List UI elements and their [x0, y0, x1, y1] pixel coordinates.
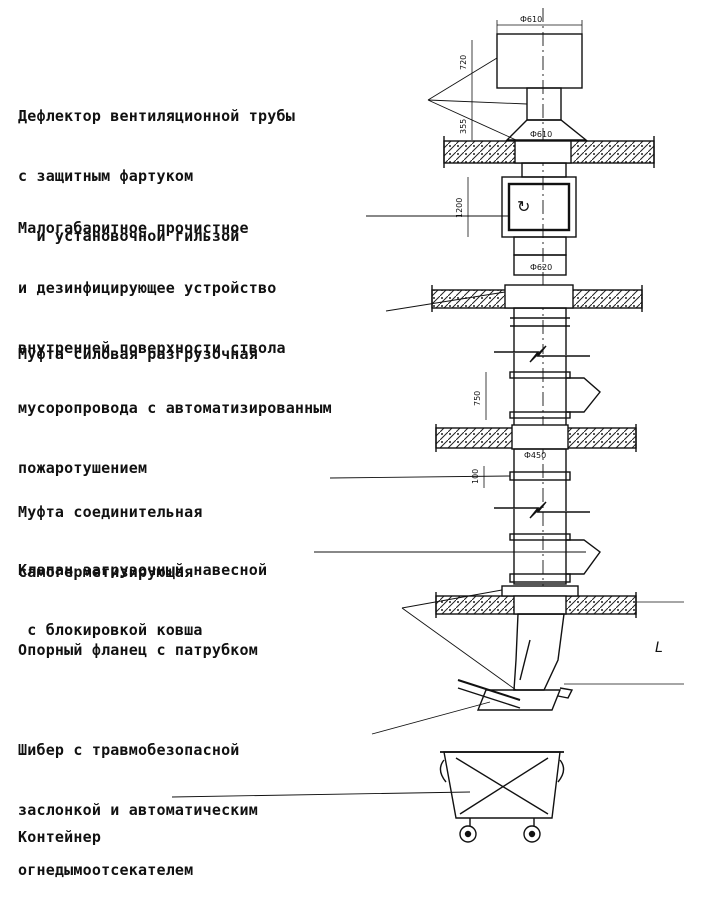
leader-line: [371, 701, 491, 735]
loading-valve: [566, 539, 601, 575]
container-cross: [455, 757, 549, 815]
dim-1200: 1200: [455, 198, 464, 218]
dim-355: 355: [459, 119, 468, 134]
pipe-segment: [521, 162, 567, 178]
diagram-stage: Дефлектор вентиляционной трубы с защитны…: [18, 8, 684, 879]
leader-line: [427, 57, 498, 101]
rotation-icon: ↻: [517, 197, 530, 216]
gate-handle: [457, 679, 521, 701]
deflector-cap: [496, 33, 583, 89]
dim-L: L: [655, 640, 663, 656]
dim-750: 750: [473, 391, 482, 406]
label-line: и дезинфицирующее устройство: [18, 279, 277, 297]
pipe-break: [494, 501, 590, 519]
label-support-flange: Опорный фланец с патрубком: [18, 600, 258, 700]
label-line: мусоропровода с автоматизированным: [18, 399, 332, 417]
gate-tab: [557, 687, 574, 699]
label-sealing-coupling: Муфта соединительная самогерметизирующая: [18, 462, 203, 622]
branch-inner: [519, 639, 531, 681]
label-line: Опорный фланец с патрубком: [18, 641, 258, 659]
leader-line: [385, 291, 506, 312]
dim-720: 720: [459, 55, 468, 70]
label-line: самогерметизирующая: [18, 563, 194, 581]
slab-sleeve: [514, 140, 572, 164]
label-line: заслонкой и автоматическим: [18, 801, 258, 819]
coupling: [509, 371, 571, 379]
label-cleaning-device: Малогабаритное прочистное и дезинфицирую…: [18, 178, 332, 518]
pipe-break: [494, 345, 590, 363]
label-line: Муфта соединительная: [18, 503, 203, 521]
gate-body: [476, 689, 562, 711]
label-line: с блокировкой ковша: [18, 621, 203, 639]
loading-valve: [566, 377, 601, 413]
label-unloading-coupling: Муфта силовая разгрузочная: [18, 304, 258, 404]
container-cross: [459, 757, 549, 815]
container-wheel: [459, 825, 477, 843]
leader-line: [401, 607, 517, 691]
shaft-pipe: [513, 448, 567, 585]
label-line: Клапан загрузочный навесной: [18, 561, 268, 579]
dim-f620: Ф620: [530, 263, 552, 272]
label-line: Контейнер: [18, 828, 102, 846]
leader-line: [427, 99, 517, 141]
cleaning-device-body: [501, 176, 577, 238]
coupling: [509, 411, 571, 419]
deflector-neck: [526, 87, 562, 121]
container-wheel: [523, 825, 541, 843]
wheel-hub: [528, 830, 536, 838]
dim-f610-mid: Ф610: [530, 130, 552, 139]
coupling: [509, 573, 571, 583]
support-flange: [501, 585, 579, 597]
container-handle: [557, 759, 565, 783]
slab-sleeve: [511, 424, 569, 450]
leader-line: [329, 475, 511, 479]
label-container: Контейнер: [18, 787, 101, 887]
wheel-hub: [464, 830, 472, 838]
label-line: Малогабаритное прочистное: [18, 219, 249, 237]
pipe-segment: [513, 254, 567, 276]
label-deflector: Дефлектор вентиляционной трубы с защитны…: [18, 66, 295, 286]
sealing-coupling: [509, 471, 571, 481]
label-line: Дефлектор вентиляционной трубы: [18, 107, 295, 125]
cleaning-device-inner: [507, 182, 571, 232]
leader-line: [171, 791, 471, 798]
dim-top-width: Ф610: [520, 15, 542, 24]
label-line: пожаротушением: [18, 459, 148, 477]
chute-drawing: Ф610 720 355 Ф610 ↻ 1200 Ф620 750: [171, 8, 684, 843]
label-line: внутренней поверхности ствола: [18, 339, 286, 357]
leader-line: [427, 99, 528, 105]
dim-f450: Ф450: [524, 451, 546, 460]
label-loading-valve: Клапан загрузочный навесной с блокировко…: [18, 520, 267, 680]
deflector-apron: [505, 119, 588, 141]
coupling: [509, 533, 571, 541]
container-handle: [439, 759, 447, 783]
leader-line: [401, 589, 503, 609]
label-line: Шибер с травмобезопасной: [18, 741, 240, 759]
gate-handle: [457, 687, 521, 709]
leader-lines: [171, 57, 586, 798]
label-line: Муфта силовая разгрузочная: [18, 345, 258, 363]
branch-pipe: [513, 613, 565, 691]
slab-sleeve: [504, 284, 574, 309]
pipe-segment: [513, 236, 567, 256]
slab-sleeve: [513, 595, 567, 615]
label-line: с защитным фартуком: [18, 167, 194, 185]
label-line: и установочной гильзой: [18, 227, 240, 245]
